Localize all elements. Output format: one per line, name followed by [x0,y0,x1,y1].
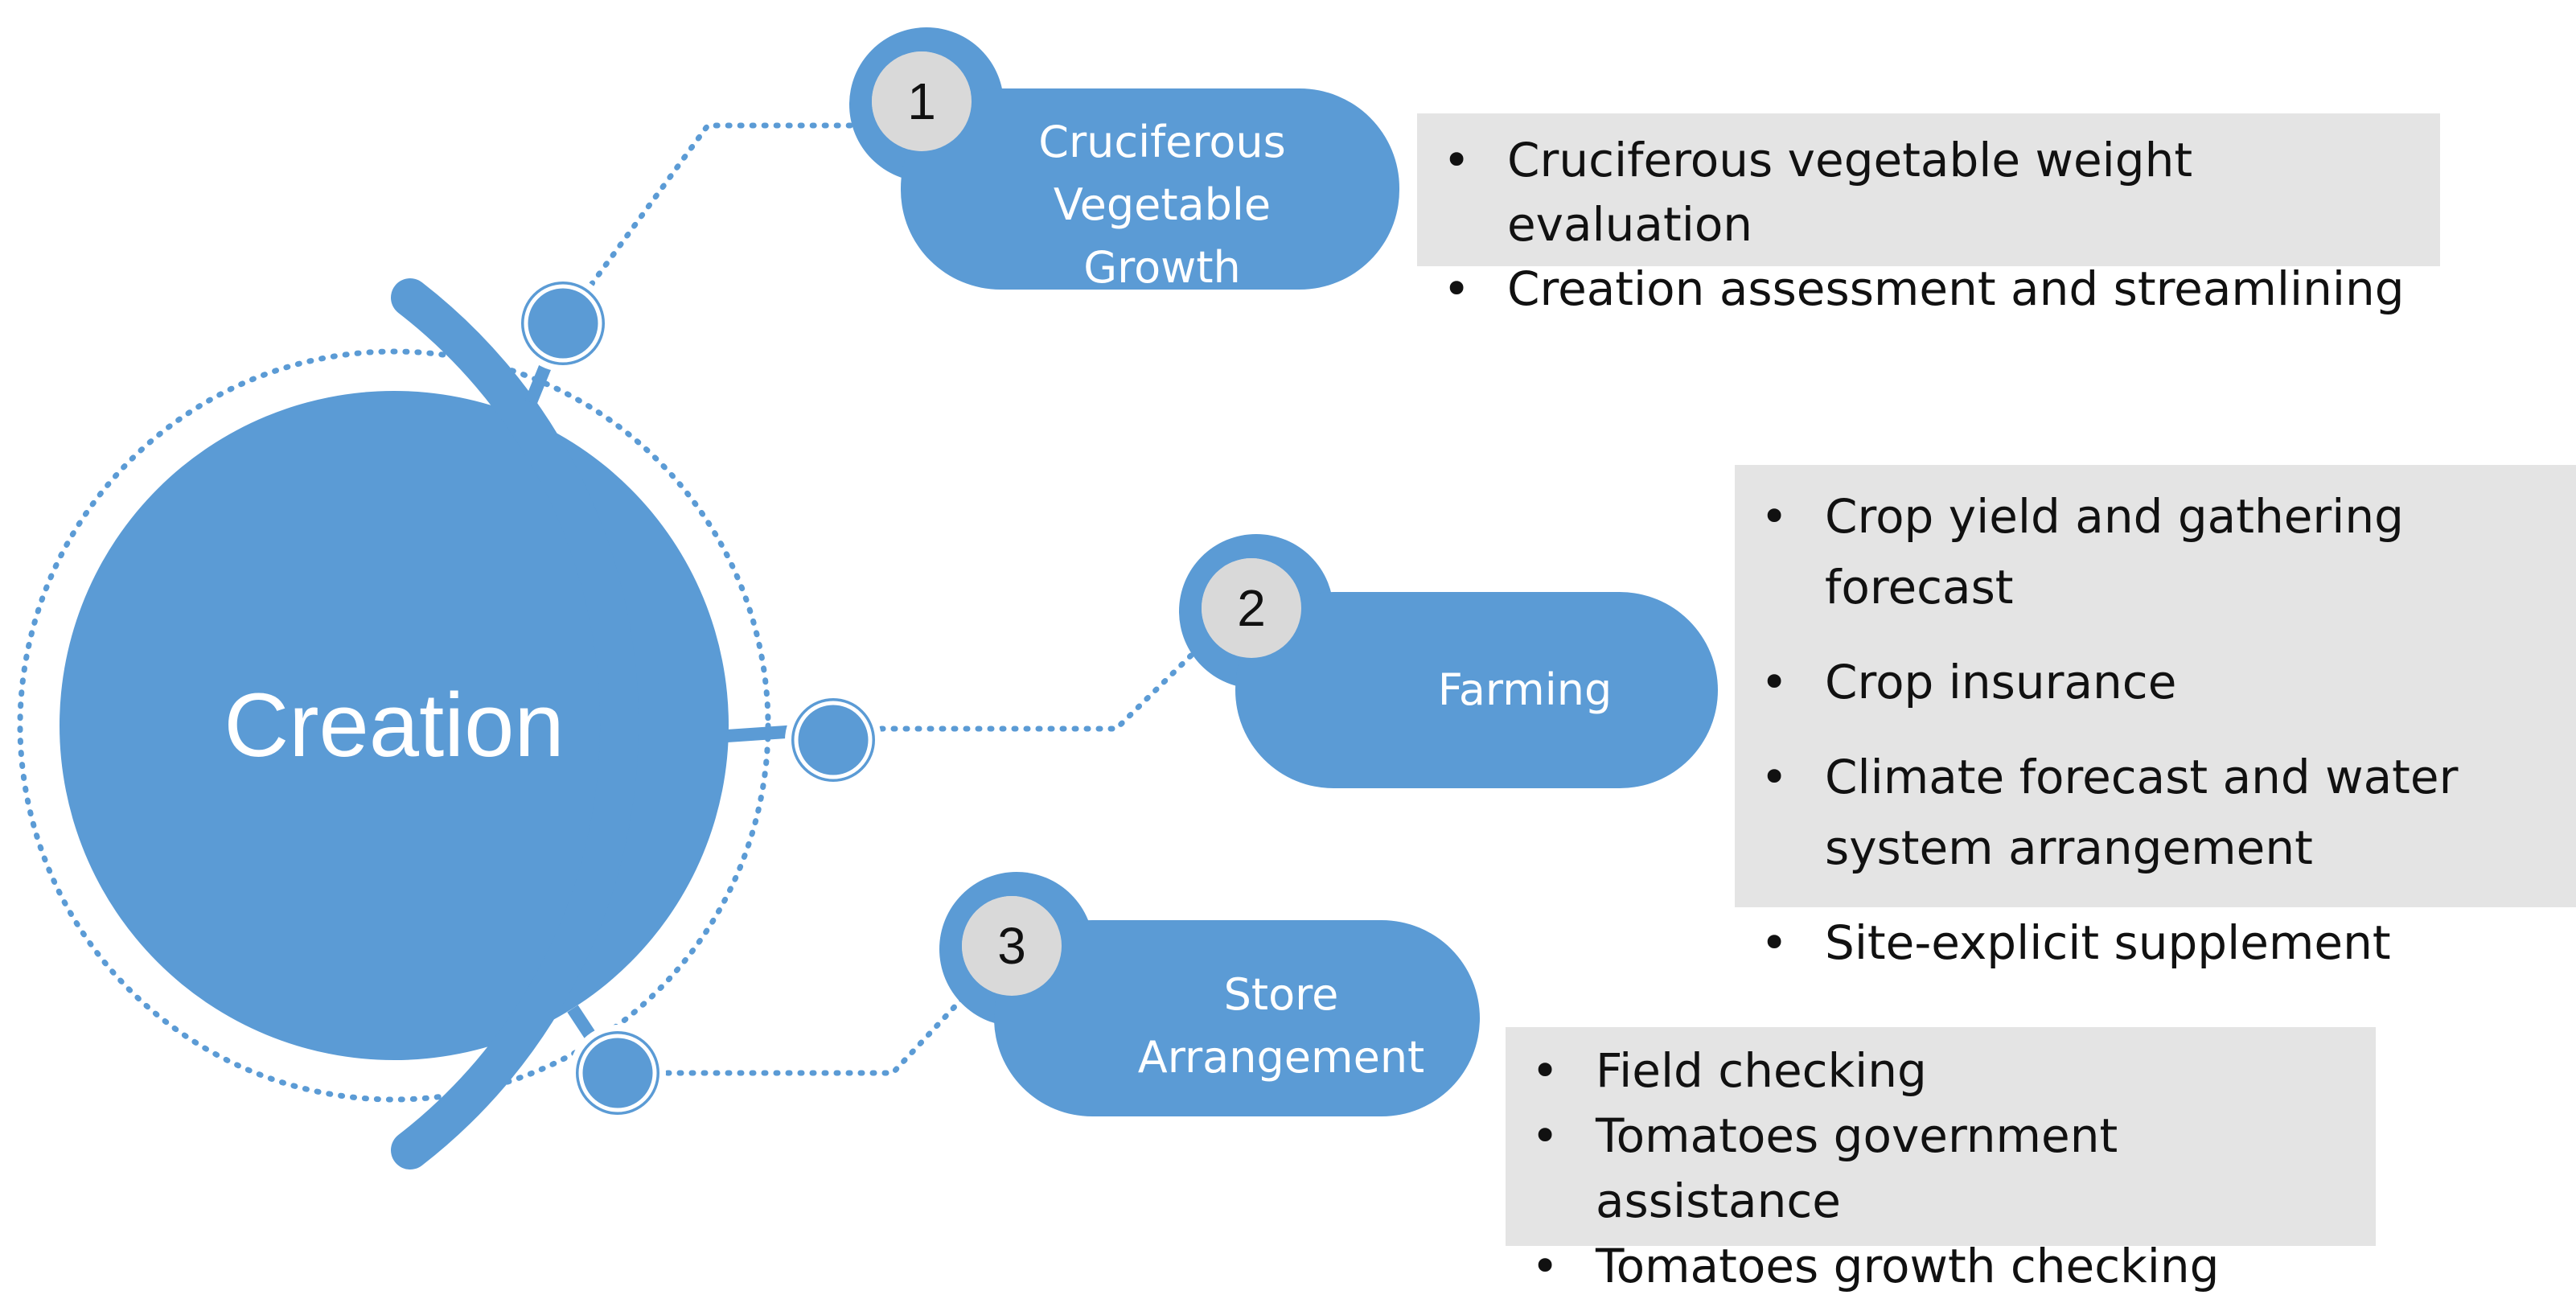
step-title-pill-2: Farming [1235,592,1718,788]
outer-arc [391,278,639,1170]
arc-node-2 [785,692,881,788]
detail-item: Climate forecast and water system arrang… [1760,742,2576,883]
step-title-1-line-2: Growth [1083,242,1241,294]
detail-item: Site-explicit supplement [1760,907,2576,978]
detail-item: Tomatoes government assistance [1531,1104,2376,1234]
leader-line-1 [560,122,857,327]
detail-list-3: Field checking Tomatoes government assis… [1531,1038,2376,1299]
detail-panel-3: Field checking Tomatoes government assis… [1506,1027,2376,1299]
step-title-2-line-1: Farming [1437,664,1613,715]
detail-item: Field checking [1531,1038,2376,1104]
center-circle [60,391,729,1060]
outer-dotted-ring [17,348,771,1103]
step-title-1-line-1: Cruciferous Vegetable [1038,116,1286,230]
step-title-pill-1: Cruciferous Vegetable Growth [901,88,1399,293]
detail-item: Cruciferous vegetable weight evaluation [1443,128,2440,257]
step-title-3-line-1: Store [1223,968,1339,1020]
step-title-pill-3: Store Arrangement [994,920,1480,1116]
detail-item: Crop insurance [1760,647,2576,717]
center-label: Creation [224,675,564,775]
detail-panel-2: Crop yield and gathering forecast Crop i… [1735,465,2576,978]
detail-panel-1: Cruciferous vegetable weight evaluation … [1417,113,2440,321]
detail-list-1: Cruciferous vegetable weight evaluation … [1443,128,2440,321]
leader-line-3 [616,996,965,1076]
arc-node-1 [515,275,611,372]
leader-line-2 [830,647,1200,732]
detail-item-line-1: Climate forecast and water [1825,750,2459,804]
detail-list-2: Crop yield and gathering forecast Crop i… [1760,481,2576,978]
arc-node-3 [569,1025,666,1121]
step-title-3-line-2: Arrangement [1137,1032,1425,1083]
detail-item: Creation assessment and streamlining [1443,257,2440,321]
detail-item: Tomatoes growth checking [1531,1234,2376,1299]
detail-item-line-2: system arrangement [1825,820,2313,875]
detail-item: Crop yield and gathering forecast [1760,481,2576,623]
